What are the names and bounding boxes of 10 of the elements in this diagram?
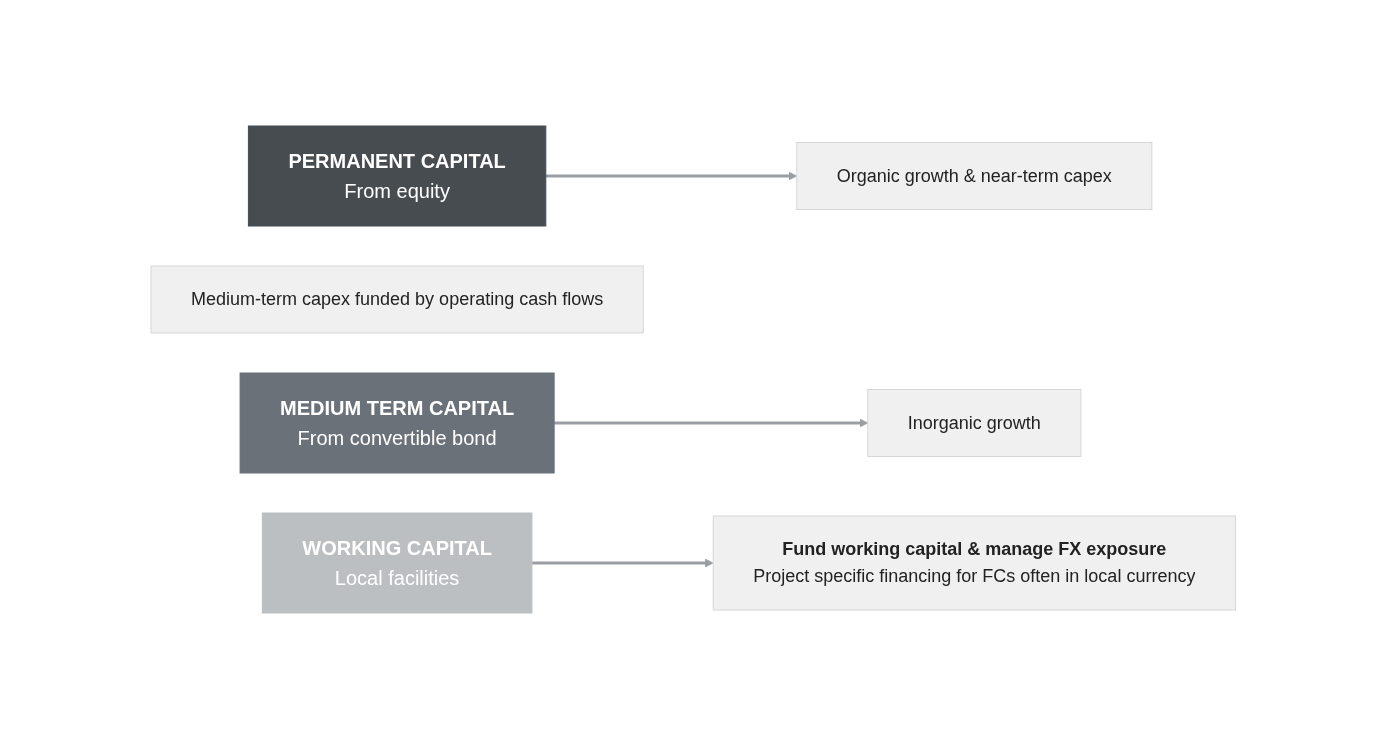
- node-box: PERMANENT CAPITAL From equity: [247, 125, 547, 227]
- arrow: [553, 418, 868, 428]
- node-box: Fund working capital & manage FX exposure Project specific financing for FCs often in local currency: [712, 515, 1236, 611]
- arrow: [531, 558, 714, 568]
- arrow: [545, 171, 797, 181]
- node-box: WORKING CAPITAL Local facilities: [261, 512, 533, 614]
- node-box: Organic growth & near-term capex: [796, 142, 1153, 210]
- node-box: Inorganic growth: [867, 389, 1082, 457]
- node-box: MEDIUM TERM CAPITAL From convertible bond: [239, 372, 555, 474]
- node-box: Medium-term capex funded by operating cash flows: [150, 265, 644, 334]
